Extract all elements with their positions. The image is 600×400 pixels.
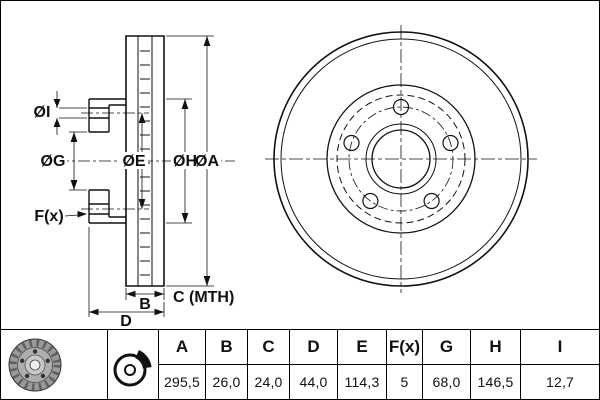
section-view: ØA ØH ØE ØG ØI F(x) B C (MTH) D	[28, 35, 235, 329]
value-A: 295,5	[159, 365, 205, 399]
caliper-position-icon	[113, 349, 152, 386]
front-view	[265, 25, 537, 293]
col-header-E: E	[338, 330, 386, 364]
vent-vanes	[140, 50, 150, 276]
col-header-G: G	[423, 330, 470, 364]
hat-flange-bottom	[88, 189, 126, 224]
value-D: 44,0	[290, 365, 337, 399]
value-H: 146,5	[471, 365, 520, 399]
brake-disc-technical-drawing: ØA ØH ØE ØG ØI F(x) B C (MTH) D	[1, 1, 599, 329]
front-view-crosshair	[265, 25, 537, 293]
spec-table: A B C D E F(x) G H I 295,5 26,0 24,0 44,…	[1, 329, 599, 399]
dim-label-diameter-E: ØE	[122, 153, 145, 170]
value-E: 114,3	[338, 365, 386, 399]
hat-flange-top	[88, 98, 126, 133]
disc-photo-cell	[1, 330, 107, 399]
col-header-H: H	[471, 330, 520, 364]
bolt-hole	[442, 134, 459, 152]
bolt-hole	[362, 192, 379, 210]
dim-label-diameter-A: ØA	[195, 153, 219, 170]
value-Fx: 5	[387, 365, 422, 399]
dim-label-F: F(x)	[34, 208, 63, 225]
col-header-A: A	[159, 330, 205, 364]
bolt-hole	[343, 134, 360, 152]
vented-disc-icon	[8, 338, 62, 391]
dim-label-C-MTH: C (MTH)	[173, 289, 234, 306]
dim-label-D: D	[120, 313, 132, 329]
dim-label-diameter-I: ØI	[34, 104, 51, 121]
value-B: 26,0	[206, 365, 247, 399]
col-header-I: I	[521, 330, 599, 364]
value-G: 68,0	[423, 365, 470, 399]
label-backgrounds	[28, 104, 221, 169]
col-header-C: C	[248, 330, 289, 364]
dim-label-diameter-H: ØH	[173, 153, 197, 170]
col-header-B: B	[206, 330, 247, 364]
disc-ring-outline	[125, 35, 165, 287]
value-I: 12,7	[521, 365, 599, 399]
dimension-arrowheads	[53, 36, 211, 316]
icon-bolt-holes	[20, 348, 50, 378]
col-header-D: D	[290, 330, 337, 364]
dim-label-diameter-G: ØG	[41, 153, 66, 170]
col-header-Fx: F(x)	[387, 330, 422, 364]
caliper-icon-cell	[108, 330, 158, 399]
value-C: 24,0	[248, 365, 289, 399]
dim-label-B: B	[139, 296, 151, 313]
bolt-holes	[343, 98, 459, 210]
bolt-hole	[423, 192, 440, 210]
extension-lines	[59, 35, 214, 317]
caliper-shape	[135, 349, 152, 368]
dimension-lines	[56, 36, 208, 313]
